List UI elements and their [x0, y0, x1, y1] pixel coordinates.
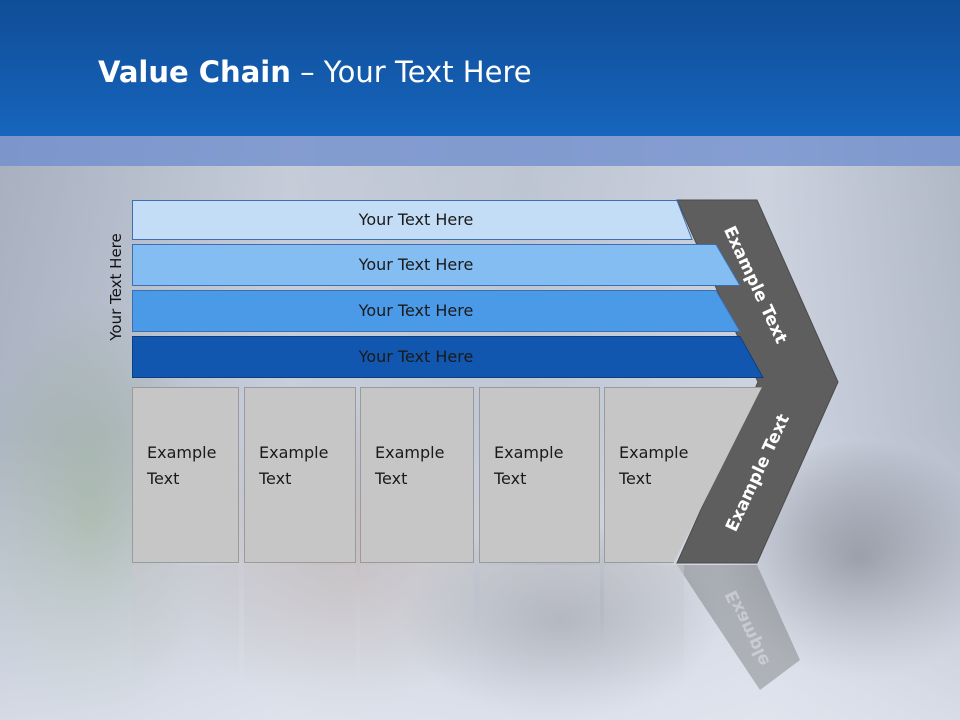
chain-bar-3: Your Text Here: [132, 290, 742, 332]
box-reflection-3: Example Text: [360, 565, 474, 685]
bar-label: Your Text Here: [358, 347, 474, 366]
box-label: Example Text: [147, 443, 217, 488]
title-bold: Value Chain: [98, 55, 291, 89]
box-reflection-5: Example Text: [604, 565, 684, 685]
chain-bar-1: Your Text Here: [132, 200, 694, 240]
box-label: Example Text: [375, 443, 445, 488]
example-box-1: Example Text: [132, 387, 239, 563]
slide-title: Value Chain – Your Text Here: [98, 55, 532, 89]
bar-label: Your Text Here: [358, 301, 474, 320]
example-box-3: Example Text: [360, 387, 474, 563]
chain-bar-2: Your Text Here: [132, 244, 742, 286]
title-rest: – Your Text Here: [290, 55, 532, 89]
box-reflection-4: Example Text: [479, 565, 600, 685]
chevron-reflection: [677, 565, 800, 690]
box-label: Example Text: [494, 443, 564, 488]
bar-label: Your Text Here: [358, 255, 474, 274]
chevron-shape: [676, 199, 839, 564]
header-band: [0, 136, 960, 166]
box-reflection-1: Example Text: [132, 565, 239, 685]
example-box-2: Example Text: [244, 387, 356, 563]
header-bar: [0, 0, 960, 136]
box-label: Example Text: [619, 443, 689, 488]
box-label: Example Text: [259, 443, 329, 488]
bar-label: Your Text Here: [358, 210, 474, 229]
chain-bar-4: Your Text Here: [132, 336, 764, 378]
box-reflection-2: Example Text: [244, 565, 356, 685]
example-box-4: Example Text: [479, 387, 600, 563]
